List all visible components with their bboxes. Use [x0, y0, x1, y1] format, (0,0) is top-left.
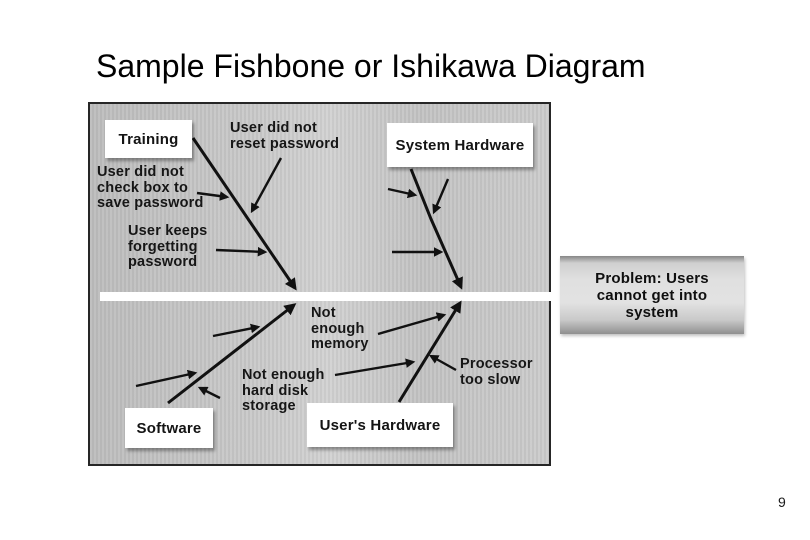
cause-check-box: User did not check box to save password — [97, 164, 204, 211]
fishbone-spine — [100, 292, 562, 301]
cause-not-enough-hard-disk: Not enough hard disk storage — [242, 367, 325, 414]
slide-title: Sample Fishbone or Ishikawa Diagram — [96, 48, 646, 84]
training-label: Training — [118, 130, 179, 148]
category-box-software: Software — [125, 408, 213, 448]
users-hardware-label: User's Hardware — [319, 416, 441, 434]
cause-not-enough-memory: Not enough memory — [311, 305, 369, 352]
category-box-system-hardware: System Hardware — [387, 123, 533, 167]
problem-text: Problem: Users cannot get into system — [595, 269, 709, 321]
problem-box: Problem: Users cannot get into system — [560, 256, 744, 334]
page-number: 9 — [778, 494, 786, 510]
software-label: Software — [136, 419, 202, 437]
cause-forgetting-password: User keeps forgetting password — [128, 223, 208, 270]
category-box-users-hardware: User's Hardware — [307, 403, 453, 447]
system-hardware-label: System Hardware — [395, 136, 525, 154]
cause-processor-too-slow: Processor too slow — [460, 356, 533, 388]
cause-reset-password: User did not reset password — [230, 120, 340, 152]
category-box-training: Training — [105, 120, 192, 158]
